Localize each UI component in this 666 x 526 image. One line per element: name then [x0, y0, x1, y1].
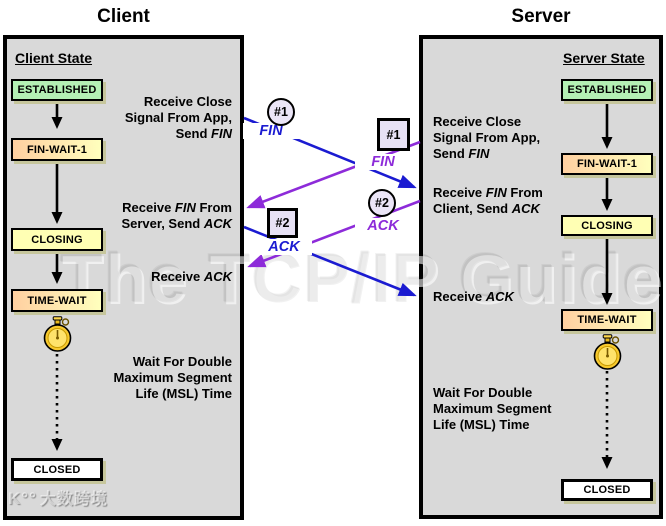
server-state-heading: Server State	[563, 50, 645, 66]
annotation-line: Send FIN	[175, 126, 232, 141]
annotation-line: Client, Send ACK	[433, 201, 540, 216]
server-state-fin-wait-1: FIN-WAIT-1	[561, 153, 653, 175]
client-state-heading: Client State	[15, 50, 93, 66]
corner-watermark: K°°大数跨境	[8, 485, 108, 509]
annotation-line: Receive Close	[433, 114, 522, 129]
segment-marker-2-square: #2	[267, 208, 298, 238]
server-annotation-send-fin: Receive Close Signal From App, Send FIN	[433, 114, 540, 162]
server-annotation-msl-wait: Wait For Double Maximum Segment Life (MS…	[433, 385, 551, 433]
client-annotation-receive-ack: Receive ACK	[151, 269, 232, 285]
client-annotation-send-fin: Receive Close Signal From App, Send FIN	[125, 94, 232, 142]
client-state-closing: CLOSING	[11, 228, 103, 251]
client-state-closed: CLOSED	[11, 458, 103, 481]
client-fin-label: FIN	[243, 123, 299, 139]
segment-marker-1-square: #1	[377, 118, 410, 151]
client-annotation-msl-wait: Wait For Double Maximum Segment Life (MS…	[114, 354, 232, 402]
server-annotation-send-ack: Receive FIN From Client, Send ACK	[433, 185, 543, 217]
annotation-line: Life (MSL) Time	[135, 386, 232, 401]
annotation-line: Receive ACK	[433, 289, 514, 304]
server-state-established: ESTABLISHED	[561, 79, 653, 101]
client-state-fin-wait-1: FIN-WAIT-1	[11, 138, 103, 161]
server-ack-label: ACK	[355, 218, 411, 234]
client-annotation-send-ack: Receive FIN From Server, Send ACK	[121, 200, 232, 232]
server-annotation-receive-ack: Receive ACK	[433, 289, 514, 305]
corner-watermark-text: 大数跨境	[39, 491, 108, 508]
annotation-line: Maximum Segment	[433, 401, 552, 416]
annotation-line: Signal From App,	[124, 110, 232, 125]
annotation-line: Send FIN	[433, 146, 490, 161]
client-ack-label: ACK	[256, 239, 312, 255]
annotation-line: Signal From App,	[433, 130, 541, 145]
server-title: Server	[511, 6, 571, 27]
annotation-line: Receive ACK	[151, 269, 232, 284]
server-state-closed: CLOSED	[561, 479, 653, 501]
annotation-line: Wait For Double	[132, 354, 232, 369]
client-state-time-wait: TIME-WAIT	[11, 289, 103, 312]
server-panel	[419, 35, 663, 519]
client-state-established: ESTABLISHED	[11, 79, 103, 101]
annotation-line: Wait For Double	[433, 385, 533, 400]
client-panel	[3, 35, 244, 520]
timer-icon	[43, 316, 72, 352]
server-state-time-wait: TIME-WAIT	[561, 309, 653, 331]
annotation-line: Server, Send ACK	[121, 216, 232, 231]
server-state-closing: CLOSING	[561, 215, 653, 236]
annotation-line: Maximum Segment	[113, 370, 232, 385]
client-title: Client	[97, 6, 150, 27]
annotation-line: Receive Close	[143, 94, 232, 109]
segment-marker-1-circle: #1	[267, 98, 295, 126]
annotation-line: Receive FIN From	[433, 185, 543, 200]
timer-icon	[593, 334, 622, 370]
annotation-line: Life (MSL) Time	[433, 417, 530, 432]
annotation-line: Receive FIN From	[122, 200, 232, 215]
corner-watermark-logo: K°°	[8, 489, 37, 508]
server-fin-label: FIN	[355, 154, 411, 170]
segment-marker-2-circle: #2	[368, 189, 396, 217]
